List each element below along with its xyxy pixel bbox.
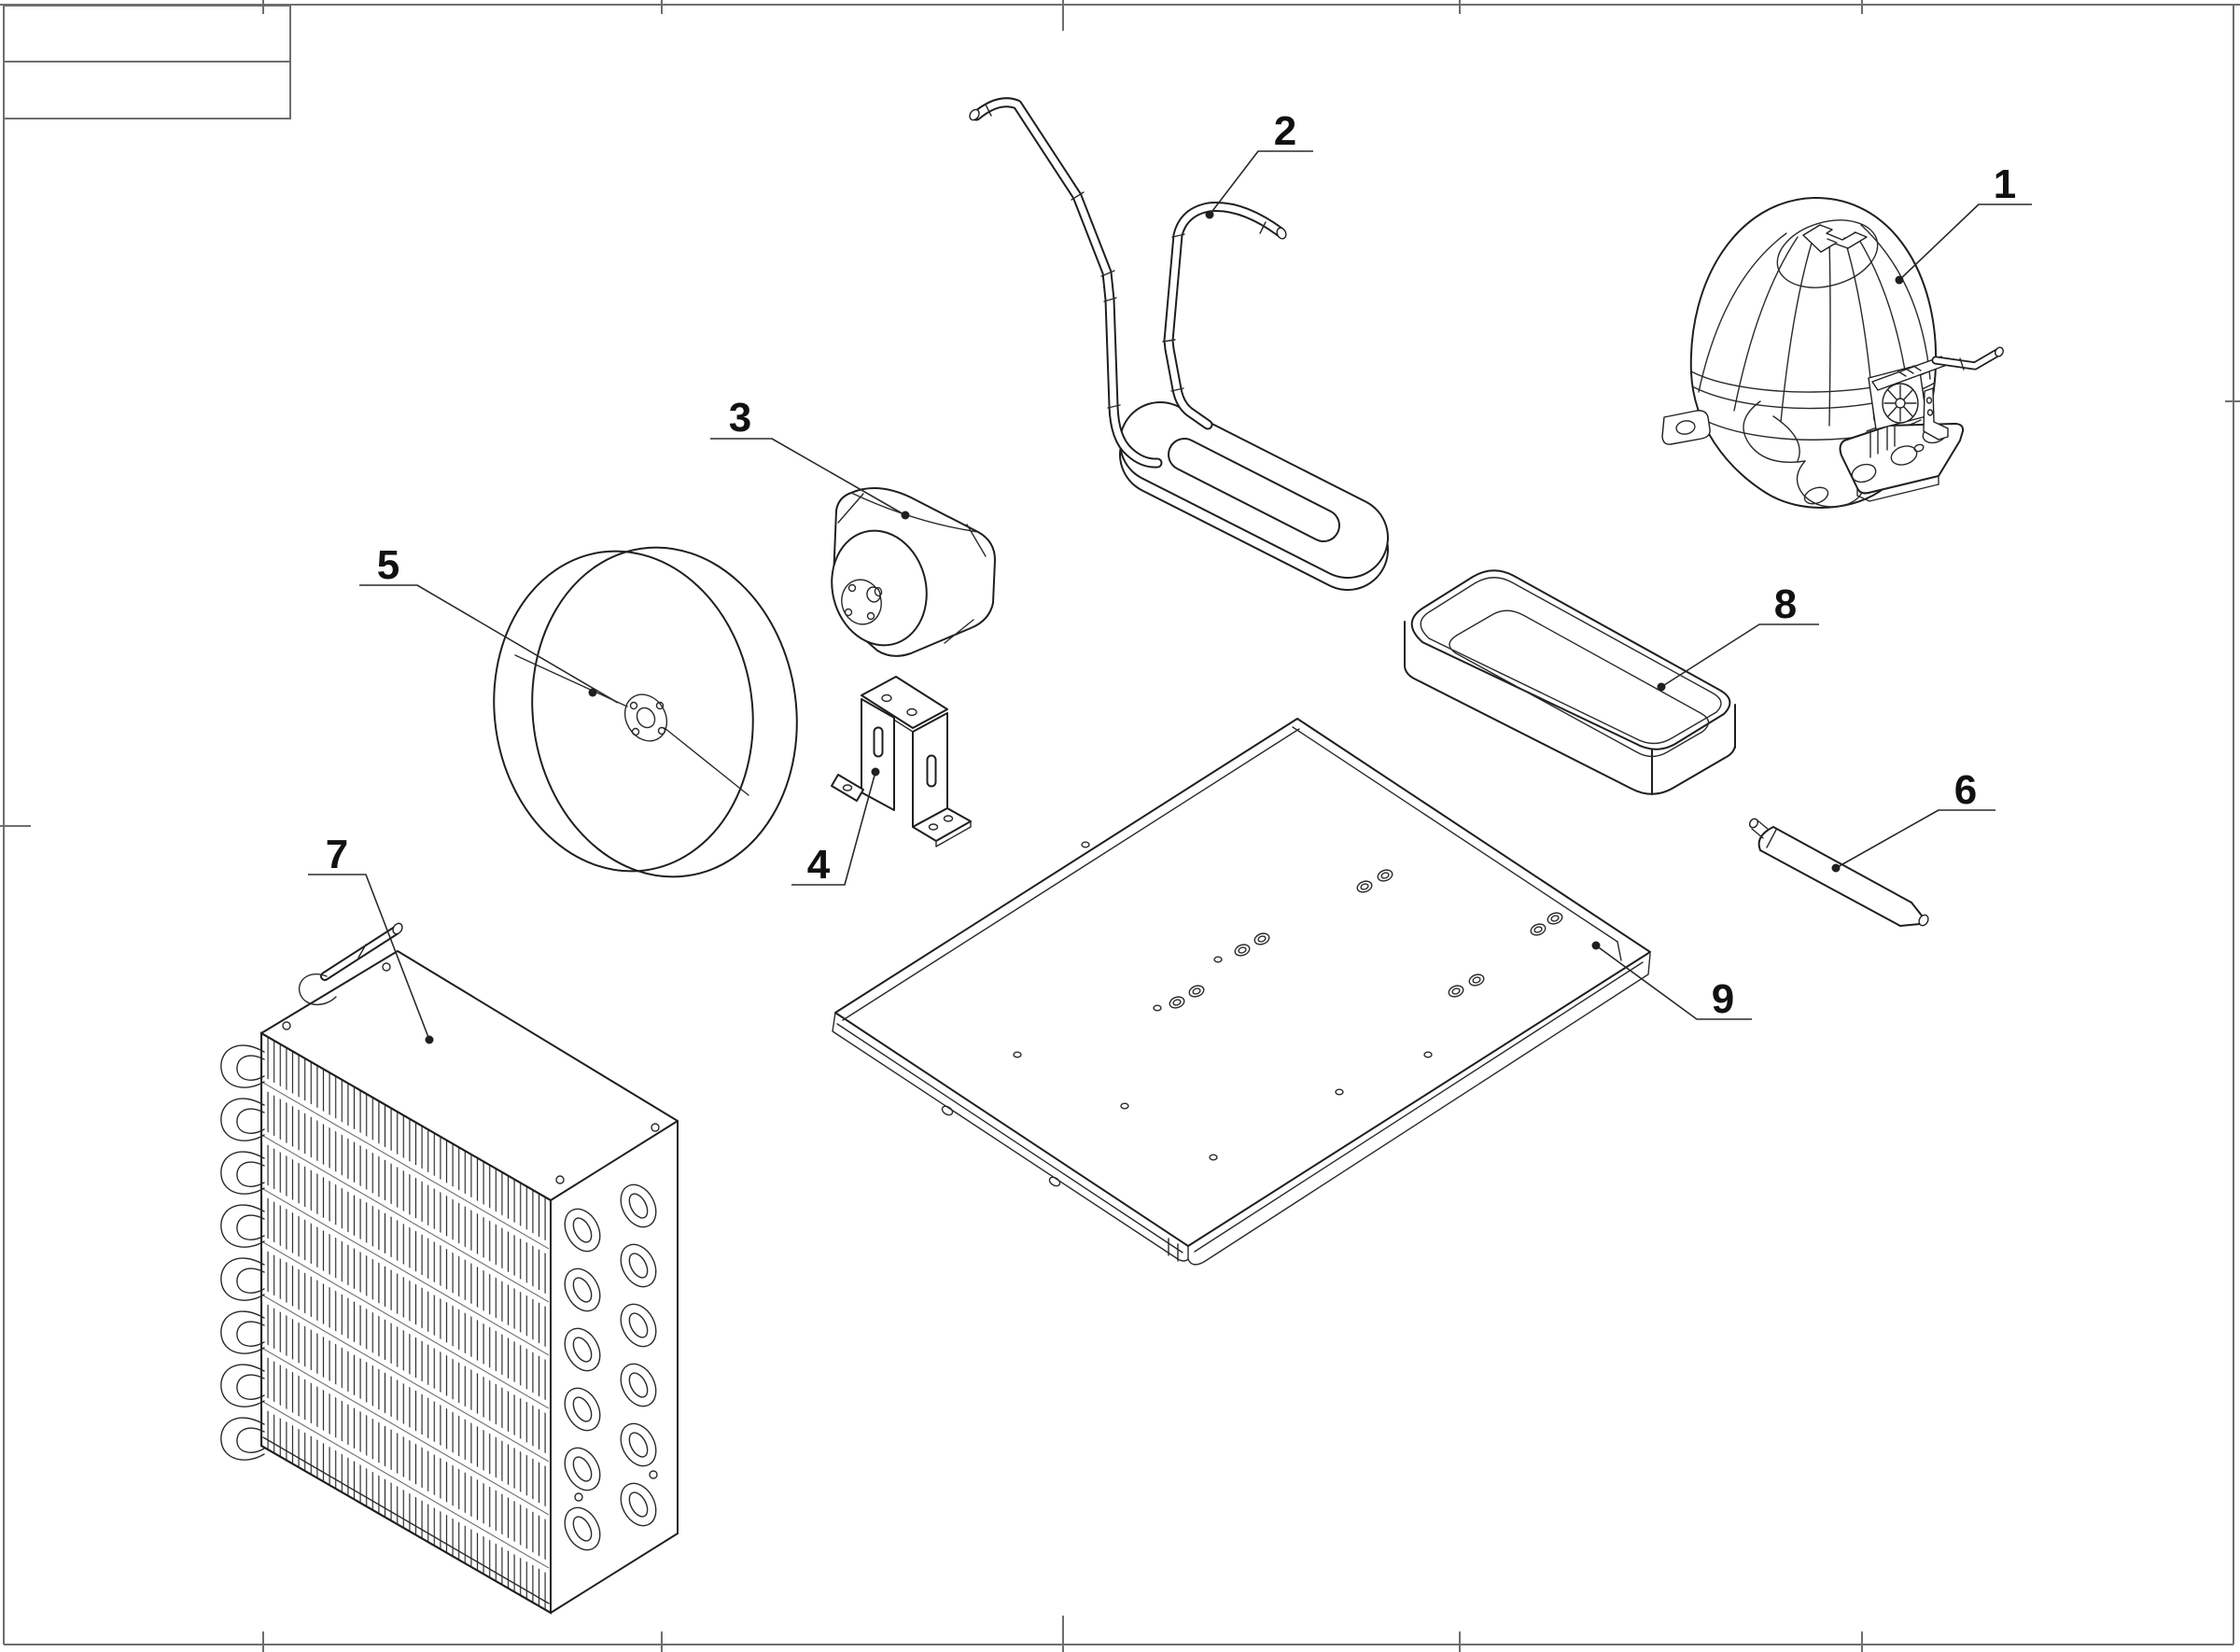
title-block (3, 5, 291, 119)
callout-2: 2 (1205, 108, 1313, 219)
base-plate-holes (1013, 841, 1433, 1161)
part-5-fan-blade-illustration (493, 546, 798, 878)
part-9-base-plate-illustration (832, 718, 1651, 1266)
compressor-tube-stub (1931, 346, 2004, 371)
callout-3: 3 (710, 395, 910, 520)
condenser-inlet-tube (298, 922, 403, 1006)
part-6-filter-drier-illustration (1748, 818, 1929, 927)
callout-8: 8 (1657, 581, 1819, 692)
callout-1: 1 (1895, 161, 2032, 285)
callout-4-label: 4 (807, 842, 831, 888)
condenser-left-bends (220, 1044, 265, 1461)
condenser-tube-rows (259, 1077, 553, 1574)
compressor-cooling-fan (1882, 383, 1919, 424)
callout-8-label: 8 (1774, 581, 1797, 627)
compressor-top-clip (1802, 224, 1868, 253)
callout-6-label: 6 (1954, 767, 1977, 813)
callout-1-label: 1 (1994, 161, 2016, 207)
callout-5: 5 (359, 542, 619, 704)
callout-3-label: 3 (729, 395, 751, 441)
callout-6: 6 (1831, 767, 1995, 873)
part-2-refrigerant-tube-illustration (969, 97, 1389, 591)
part-3-fan-motor-illustration (831, 487, 996, 657)
tube-joint-ticks (985, 104, 1267, 409)
base-plate-grommet-holes (1169, 869, 1563, 1009)
callout-4: 4 (791, 767, 880, 888)
part-4-motor-bracket-illustration (831, 676, 972, 847)
callout-7: 7 (308, 832, 434, 1044)
compressor-muffler (1743, 400, 1865, 508)
part-7-condenser-coil-illustration (220, 922, 679, 1615)
callout-7-label: 7 (326, 832, 348, 877)
motor-shaft-hub (841, 579, 883, 625)
callout-9-label: 9 (1712, 976, 1734, 1022)
callout-9: 9 (1591, 941, 1752, 1022)
callout-2-label: 2 (1274, 108, 1296, 154)
callouts: 1 2 3 4 5 6 7 (308, 108, 2032, 1044)
part-8-drain-pan-illustration (1404, 569, 1736, 795)
callout-5-label: 5 (377, 542, 399, 588)
part-1-compressor-illustration (1661, 196, 2004, 509)
fan-hub (623, 693, 668, 742)
